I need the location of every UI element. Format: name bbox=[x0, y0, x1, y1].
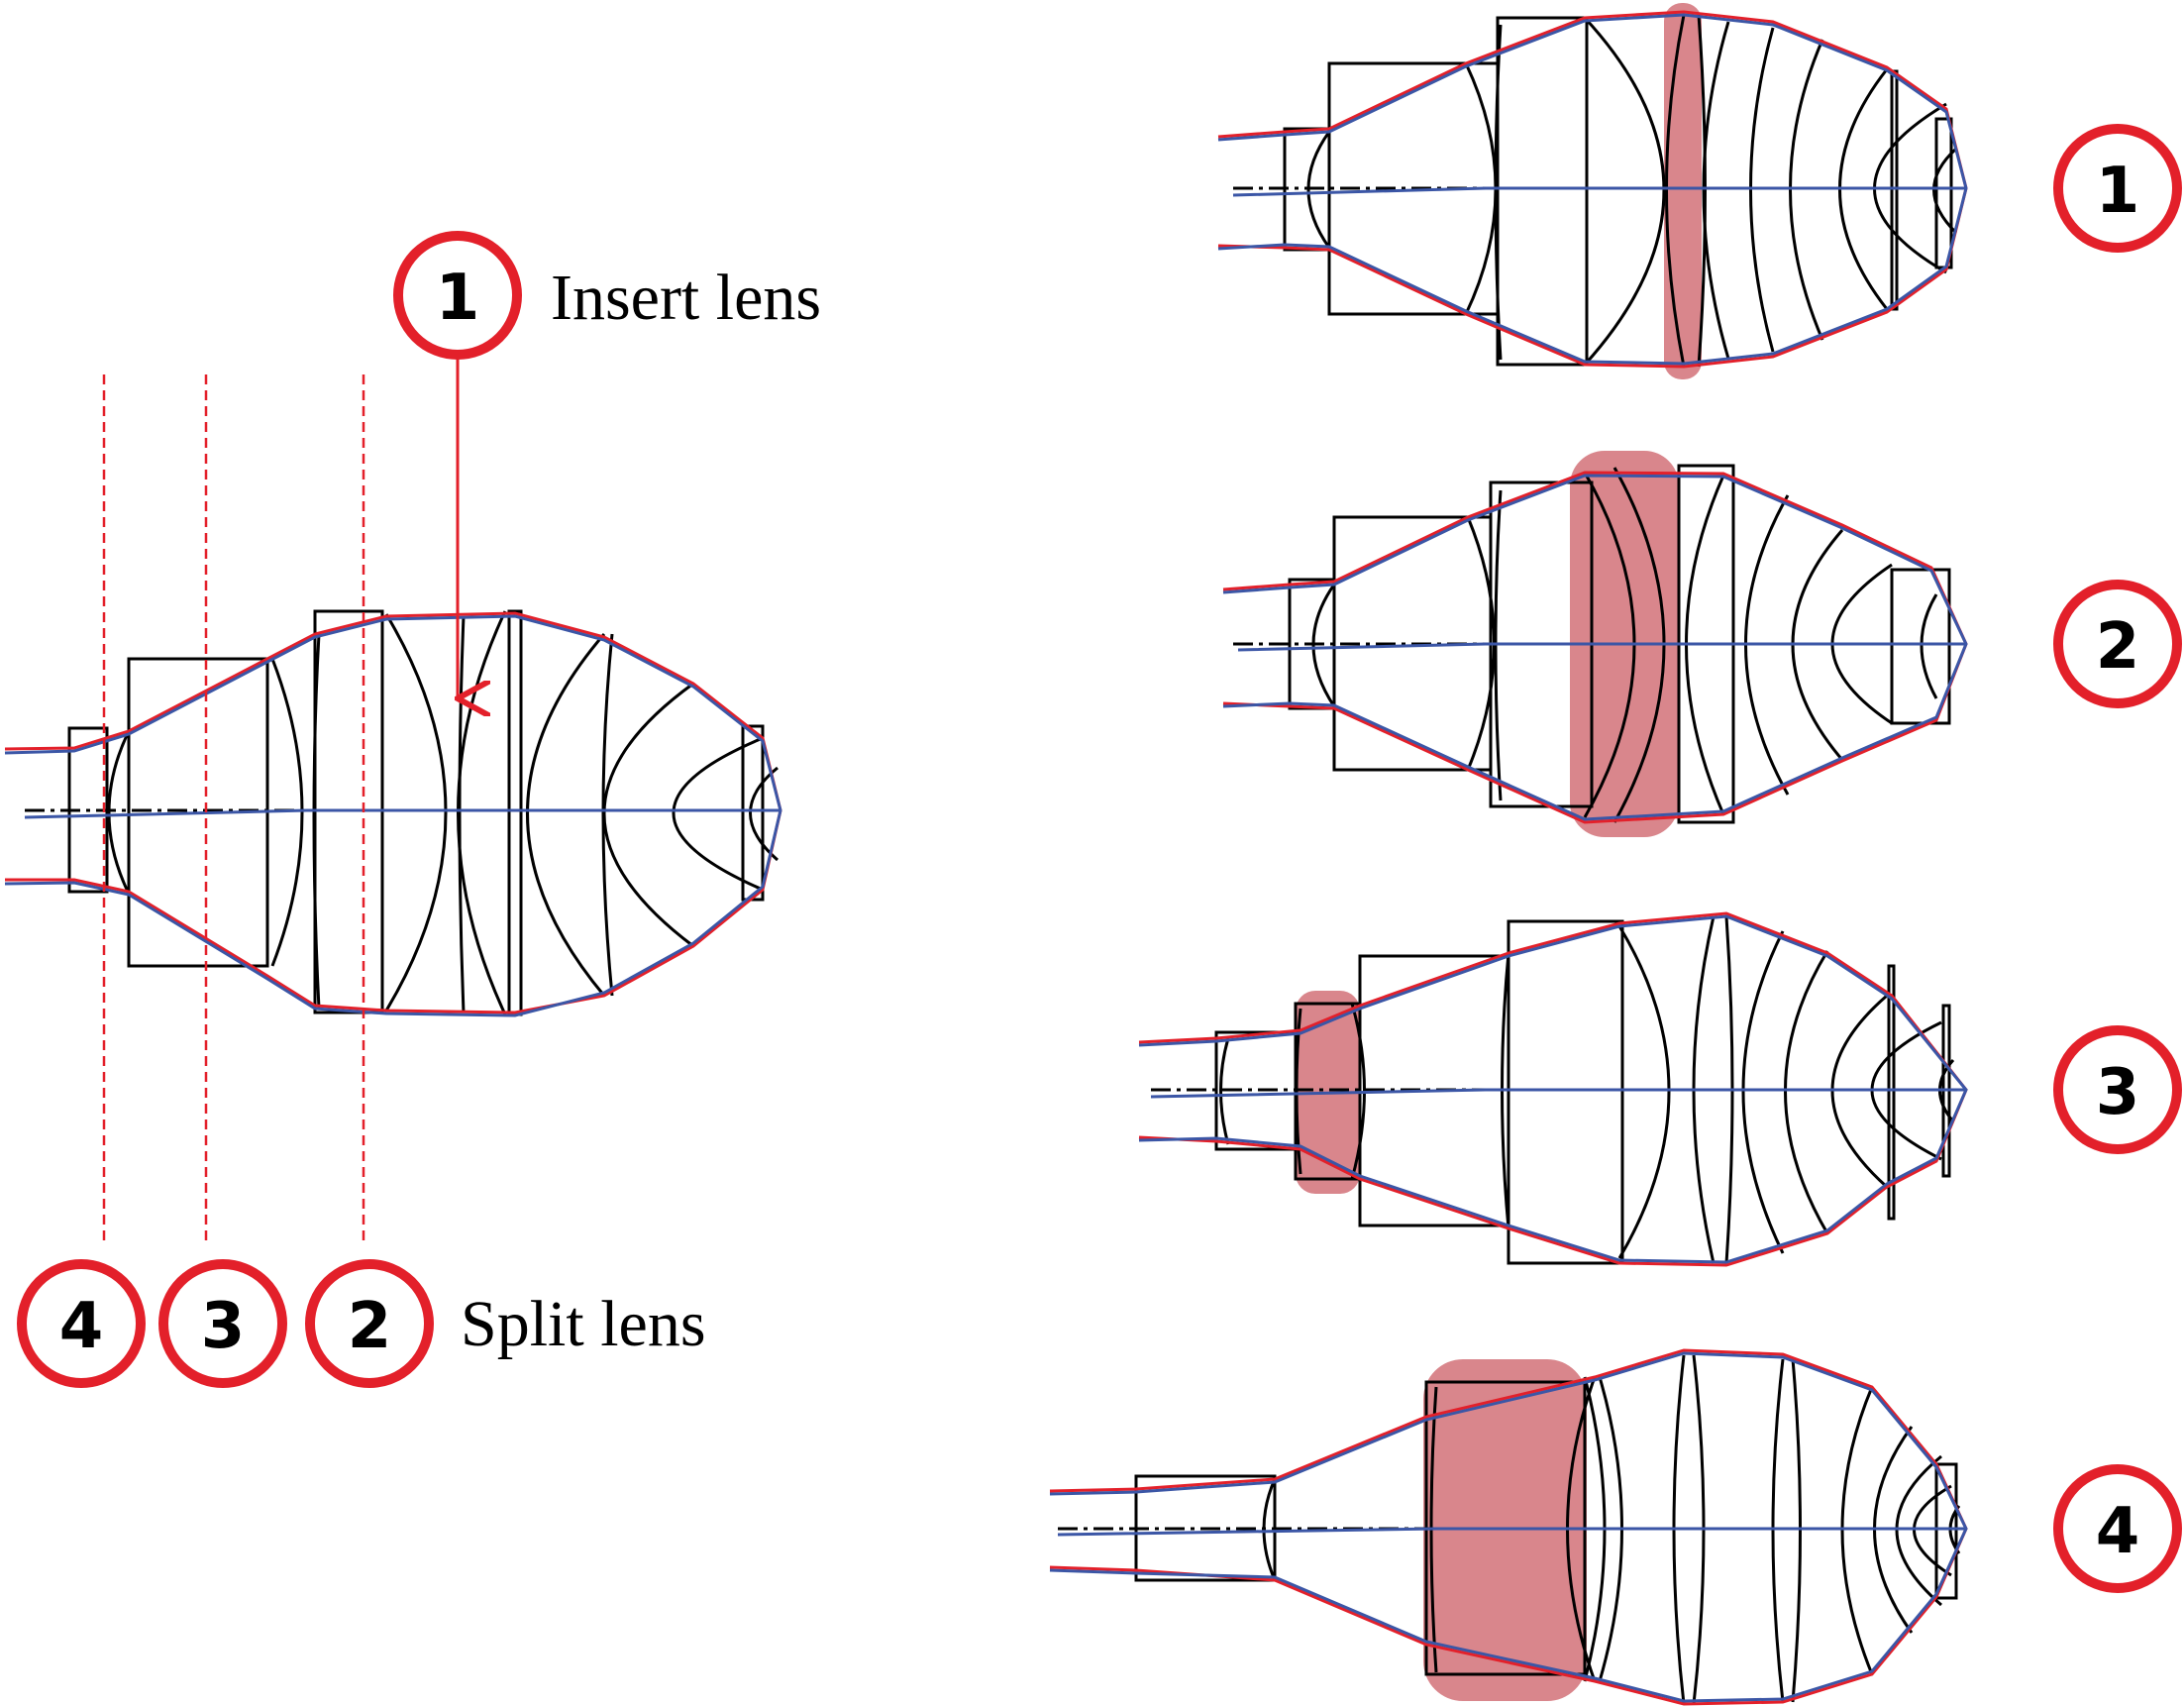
lens-element-6 bbox=[457, 610, 507, 1015]
variant-4-chief-ray bbox=[1057, 1527, 1966, 1537]
insert-badge bbox=[393, 231, 522, 360]
ray-envelope-red bbox=[4, 611, 782, 1014]
variant-1-lens-l bbox=[1932, 147, 1958, 235]
variant-3-envelope-blue bbox=[1138, 914, 1968, 1264]
variant-4-lens-j bbox=[1840, 1386, 1874, 1675]
variant-3-badge bbox=[2053, 1025, 2182, 1154]
variant-1-lens-c bbox=[1494, 24, 1503, 361]
lens-element-12 bbox=[749, 766, 779, 862]
main-lens-layout bbox=[4, 609, 782, 1017]
chief-ray bbox=[24, 808, 780, 819]
variant-1-chief-ray bbox=[1232, 186, 1966, 197]
variant-3-lens-j bbox=[1830, 994, 1888, 1189]
variant-3-lens-i bbox=[1784, 950, 1829, 1234]
variant-1-box-k bbox=[1890, 69, 1899, 311]
variant-4-lens-l bbox=[1895, 1454, 1942, 1607]
variant-3-badge-number: 3 bbox=[2096, 1056, 2140, 1129]
insert-lens-label: Insert lens bbox=[551, 262, 821, 334]
variant-2-layout bbox=[1222, 451, 1968, 837]
variant-4-lens-i bbox=[1791, 1358, 1802, 1703]
lens-element-3 bbox=[270, 658, 304, 967]
variant-4-highlight bbox=[1423, 1359, 1587, 1701]
variant-2-badge-number: 2 bbox=[2096, 610, 2140, 684]
variant-2-chief-ray bbox=[1237, 642, 1966, 652]
variant-1-lens-g bbox=[1702, 21, 1730, 360]
variant-4-badge-number: 4 bbox=[2096, 1495, 2140, 1568]
variant-4-box-m bbox=[1934, 1462, 1958, 1600]
variant-3-lens-c bbox=[1350, 1003, 1366, 1180]
variant-1-box-c bbox=[1496, 16, 1589, 367]
lens-element-5 bbox=[384, 613, 448, 1012]
variant-3-chief-ray bbox=[1150, 1088, 1966, 1099]
variant-4-badge bbox=[2053, 1464, 2182, 1593]
variant-4-badge-group: 4 bbox=[2053, 1464, 2182, 1593]
split-badge-2-number: 2 bbox=[348, 1290, 392, 1363]
variant-3-layout bbox=[1138, 911, 1968, 1267]
insert-lens-callout: 1 Insert lens bbox=[393, 231, 821, 360]
variant-4-lens-m bbox=[1913, 1484, 1952, 1577]
split-badge-2 bbox=[305, 1259, 434, 1388]
variant-1-box-l bbox=[1934, 117, 1953, 269]
variant-1-badge bbox=[2053, 124, 2182, 253]
split-badge-4 bbox=[17, 1259, 146, 1388]
variant-2-lens-j bbox=[1920, 593, 1938, 699]
variant-1-lens-d bbox=[1583, 16, 1666, 367]
split-badge-4-number: 4 bbox=[59, 1290, 104, 1363]
variant-3-box-k bbox=[1887, 964, 1896, 1221]
variant-1-badge-number: 1 bbox=[2096, 155, 2140, 228]
variant-4-lens-h bbox=[1771, 1358, 1785, 1703]
variant-1-layout bbox=[1217, 3, 1968, 379]
split-badge-3 bbox=[158, 1259, 287, 1388]
variant-1-lens-e bbox=[1665, 14, 1686, 368]
lens-element-11 bbox=[672, 736, 764, 892]
split-lines bbox=[102, 374, 365, 1246]
variant-4-layout bbox=[1049, 1348, 1968, 1706]
variant-2-badge bbox=[2053, 580, 2182, 708]
split-lens-callout: 4 3 2 Split lens bbox=[17, 1259, 706, 1388]
lens-element-10 bbox=[602, 682, 694, 948]
variant-3-lens-a bbox=[1219, 1037, 1230, 1145]
variant-3-lens-e bbox=[1617, 925, 1671, 1259]
variant-1-highlight bbox=[1664, 3, 1702, 379]
variant-3-badge-group: 3 bbox=[2053, 1025, 2182, 1154]
split-badge-3-number: 3 bbox=[201, 1290, 246, 1363]
lens-element-1 bbox=[107, 730, 131, 895]
lens-element-11-box bbox=[741, 724, 765, 902]
lens-element-8 bbox=[526, 633, 606, 997]
insert-badge-number: 1 bbox=[436, 262, 480, 335]
variant-3-box-e bbox=[1507, 919, 1624, 1265]
split-lens-label: Split lens bbox=[461, 1288, 706, 1360]
lens-element-7-box bbox=[507, 609, 523, 1016]
lens-element-6b bbox=[458, 615, 466, 1013]
variant-2-badge-group: 2 bbox=[2053, 580, 2182, 708]
variant-3-lens-h bbox=[1741, 930, 1785, 1254]
lens-element-4-curve bbox=[312, 633, 321, 1010]
variant-1-badge-group: 1 bbox=[2053, 124, 2182, 253]
